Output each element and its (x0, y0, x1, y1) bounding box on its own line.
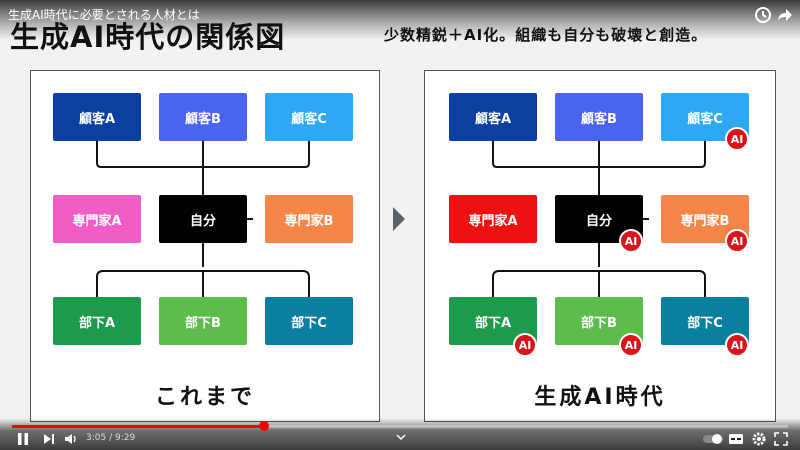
share-icon[interactable] (776, 6, 794, 24)
node-self: 自分 (159, 195, 247, 243)
current-time: 3:05 (86, 433, 107, 443)
next-video-icon[interactable] (42, 432, 56, 446)
settings-gear-icon[interactable] (752, 432, 766, 446)
caption-ai-era: 生成AI時代 (534, 385, 666, 410)
caption-before: これまで (154, 385, 255, 410)
node-customer-c: 顧客C (265, 93, 353, 141)
connector-lines (96, 141, 310, 297)
clock-icon[interactable] (754, 6, 772, 24)
ai-badge: AI (725, 127, 749, 151)
node-subordinate-a: 部下A (53, 297, 141, 345)
node-customer-b: 顧客B (555, 93, 643, 141)
video-title[interactable]: 生成AI時代に必要とされる人材とは (8, 8, 200, 22)
ai-badge: AI (725, 229, 749, 253)
panel-ai-era: 顧客A 顧客B 顧客C 専門家A 自分 専門家B 部下A 部下B 部下C AI … (424, 70, 776, 422)
video-top-bar (0, 0, 800, 40)
node-expert-a: 専門家A (449, 195, 537, 243)
slide-subtitle: 少数精鋭＋AI化。組織も自分も破壊と創造。 (384, 26, 708, 44)
progress-played (12, 425, 264, 428)
chevron-down-icon[interactable] (396, 430, 406, 444)
panel-before: 顧客A 顧客B 顧客C 専門家A 自分 専門家B 部下A 部下B 部下C これま… (30, 70, 380, 422)
node-customer-a: 顧客A (449, 93, 537, 141)
node-customer-b: 顧客B (159, 93, 247, 141)
subtitles-icon[interactable] (728, 432, 744, 446)
node-subordinate-b: 部下B (159, 297, 247, 345)
node-expert-b: 専門家B (265, 195, 353, 243)
slide-title: 生成AI時代の関係図 (10, 20, 286, 54)
node-customer-a: 顧客A (53, 93, 141, 141)
chevron-right-icon (392, 206, 406, 236)
ai-badge: AI (513, 333, 537, 357)
progress-bar[interactable] (12, 425, 788, 428)
player-controls (0, 418, 800, 450)
duration: 9:29 (114, 433, 136, 443)
autoplay-toggle-icon[interactable] (702, 432, 724, 446)
connector-lines (492, 141, 706, 297)
volume-icon[interactable] (64, 432, 78, 446)
ai-badge: AI (619, 229, 643, 253)
ai-badge: AI (725, 333, 749, 357)
node-subordinate-c: 部下C (265, 297, 353, 345)
time-display: 3:05 / 9:29 (86, 433, 136, 443)
fullscreen-icon[interactable] (774, 432, 788, 446)
node-expert-a: 専門家A (53, 195, 141, 243)
pause-icon[interactable] (16, 432, 30, 446)
ai-badge: AI (619, 333, 643, 357)
progress-scrubber[interactable] (259, 421, 269, 431)
